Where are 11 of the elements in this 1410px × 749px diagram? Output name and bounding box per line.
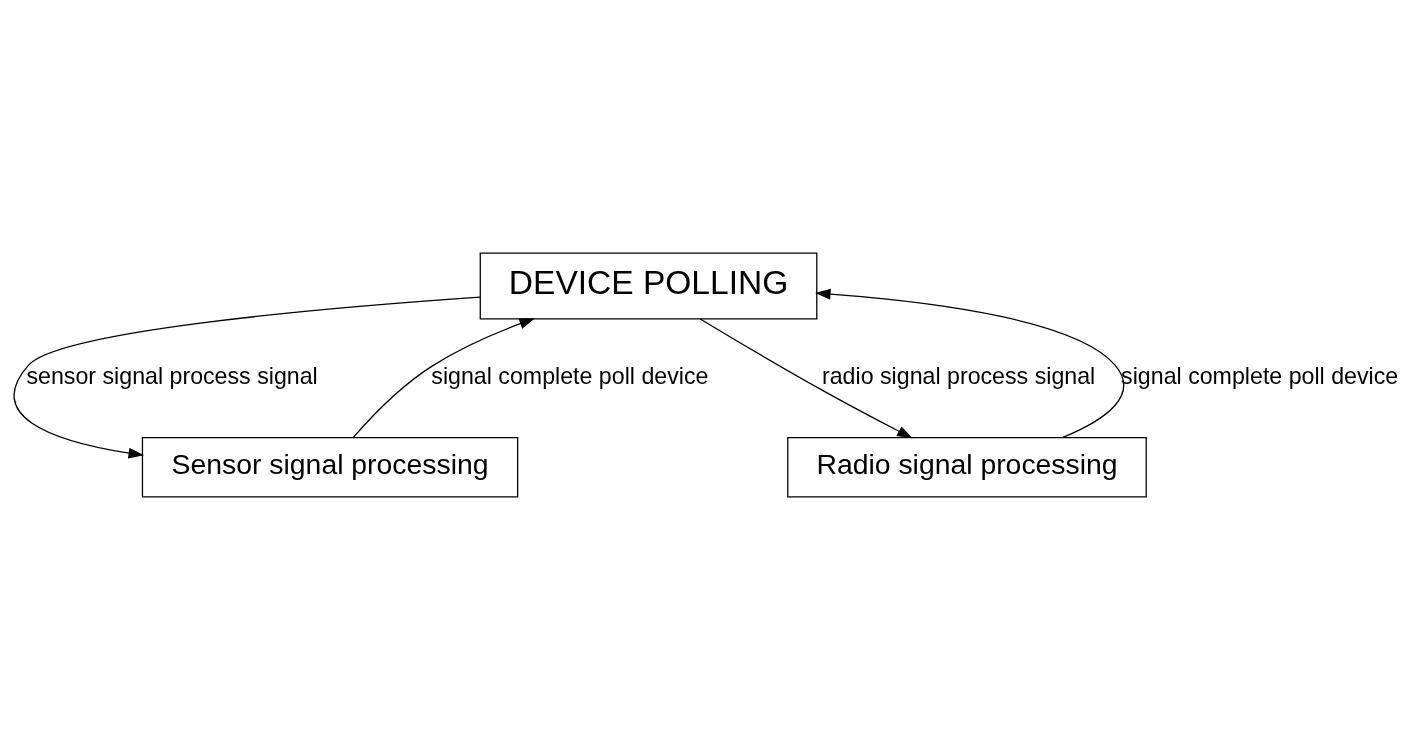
arrow (699, 317, 913, 438)
arrow (352, 317, 535, 438)
edge-label: signal complete poll device (431, 362, 709, 389)
arrow (13, 296, 481, 458)
edge-label: radio signal process signal (821, 362, 1096, 389)
edge-label: signal complete poll device (1121, 362, 1399, 389)
edge-label: sensor signal process signal (26, 362, 318, 389)
arrow (815, 288, 1125, 438)
node-box: DEVICE POLLING (479, 252, 818, 320)
node-box: Radio signal processing (787, 436, 1147, 497)
node-box: Sensor signal processing (141, 436, 519, 497)
